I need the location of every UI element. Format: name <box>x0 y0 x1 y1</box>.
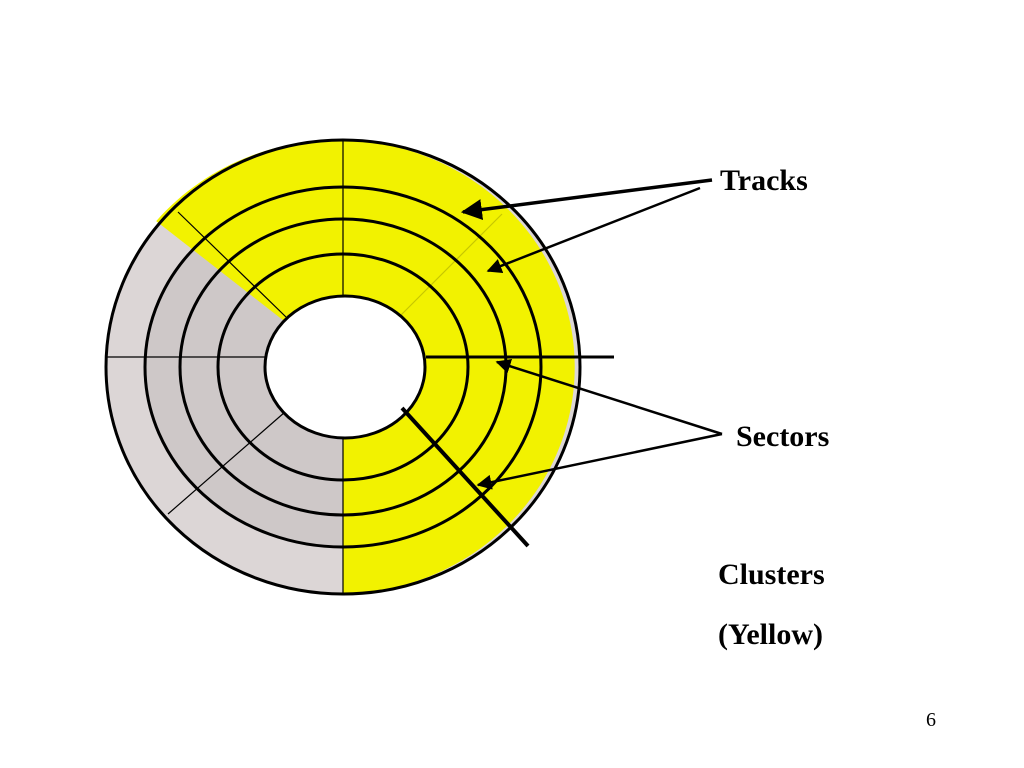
cluster-marker-line <box>400 406 530 548</box>
tracks-arrows <box>460 178 713 274</box>
sectors-arrows <box>476 358 723 490</box>
page-number: 6 <box>926 709 936 731</box>
sector-line-upper-left <box>177 211 287 318</box>
tracks-label: Tracks <box>720 164 808 197</box>
sector-line-lower-left <box>167 411 286 515</box>
sectors-label: Sectors <box>736 420 830 453</box>
center-hole <box>263 294 427 440</box>
track-ring-1 <box>104 138 582 596</box>
track-ring-4 <box>216 252 470 482</box>
tracks-arrow-1 <box>460 178 713 221</box>
sector-line-upper-right <box>400 213 503 316</box>
tracks-arrow-2 <box>486 186 701 274</box>
sectors-arrow-1 <box>495 358 723 436</box>
clusters-label: Clusters <box>718 558 825 591</box>
track-ring-2 <box>143 185 543 549</box>
clusters-note-label: (Yellow) <box>718 618 823 651</box>
sectors-arrow-2 <box>476 432 723 490</box>
